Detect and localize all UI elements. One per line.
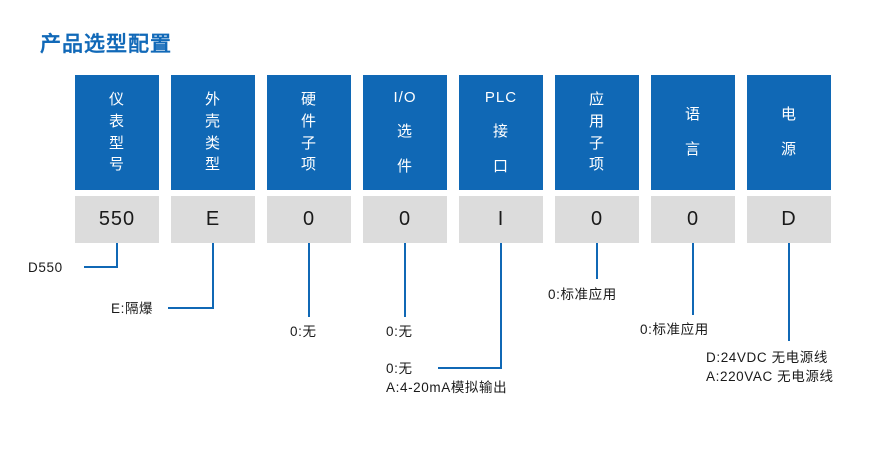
column-header-application-sub: 应 用 子 项 (555, 75, 639, 190)
leader-line-enclosure-type-horizontal (168, 307, 214, 309)
annotation-line: 0:标准应用 (548, 287, 617, 302)
leader-line-power-supply-vertical (788, 243, 790, 341)
leader-line-meter-model-vertical (116, 243, 118, 268)
header-char: 子 (588, 134, 605, 152)
header-char: 项 (300, 156, 317, 174)
header-char: 仪 (108, 91, 125, 108)
header-char: 硬 (300, 91, 317, 108)
header-char: 言 (684, 140, 701, 158)
annotation-line: D:24VDC 无电源线 (706, 350, 828, 365)
header-char: 类 (204, 134, 221, 152)
column-header-power-supply: 电 源 (747, 75, 831, 190)
header-char: 型 (108, 134, 125, 152)
column-code-io-option: 0 (363, 196, 447, 243)
annotation-line: 0:无 (386, 324, 413, 339)
annotation-io-option: 0:无 (386, 322, 413, 341)
column-code-meter-model: 550 (75, 196, 159, 243)
leader-line-meter-model-horizontal (84, 266, 118, 268)
annotation-power-supply: D:24VDC 无电源线 A:220VAC 无电源线 (706, 348, 834, 386)
column-header-meter-model: 仪 表 型 号 (75, 75, 159, 190)
page-title: 产品选型配置 (40, 33, 172, 56)
header-char: 口 (492, 157, 509, 175)
leader-line-language-vertical (692, 243, 694, 315)
annotation-line: A:220VAC 无电源线 (706, 369, 834, 385)
leader-line-io-option-vertical (404, 243, 406, 317)
column-code-plc-interface: I (459, 196, 543, 243)
config-column-power-supply: 电 源 D (747, 75, 831, 243)
annotation-line: E:隔爆 (111, 301, 154, 316)
header-char: 电 (780, 106, 797, 123)
config-column-application-sub: 应 用 子 项 0 (555, 75, 639, 243)
column-header-plc-interface: PLC 接 口 (459, 75, 543, 190)
leader-line-application-sub-vertical (596, 243, 598, 279)
config-column-hardware-sub: 硬 件 子 项 0 (267, 75, 351, 243)
config-column-language: 语 言 0 (651, 75, 735, 243)
column-code-language: 0 (651, 196, 735, 243)
annotation-hardware-sub: 0:无 (290, 322, 317, 341)
header-char: PLC (484, 88, 518, 106)
header-char: 号 (108, 156, 125, 174)
header-char: 外 (204, 91, 221, 108)
annotation-application-sub: 0:标准应用 (548, 285, 617, 304)
annotation-line: D550 (28, 260, 63, 275)
header-char: 子 (300, 134, 317, 152)
leader-line-plc-interface-vertical (500, 243, 502, 369)
header-char: 应 (588, 91, 605, 108)
leader-line-plc-interface-horizontal (438, 367, 502, 369)
column-header-enclosure-type: 外 壳 类 型 (171, 75, 255, 190)
annotation-line: 0:无 (290, 324, 317, 339)
column-code-hardware-sub: 0 (267, 196, 351, 243)
annotation-plc-interface: 0:无 A:4-20mA模拟输出 (386, 359, 507, 397)
config-column-enclosure-type: 外 壳 类 型 E (171, 75, 255, 243)
column-header-io-option: I/O 选 件 (363, 75, 447, 190)
annotation-enclosure-type: E:隔爆 (111, 299, 153, 318)
annotation-line: A:4-20mA模拟输出 (386, 380, 508, 396)
header-char: 件 (396, 157, 413, 175)
header-char: 壳 (204, 112, 221, 130)
annotation-line: 0:标准应用 (640, 322, 709, 337)
column-code-application-sub: 0 (555, 196, 639, 243)
header-char: 表 (108, 112, 125, 130)
header-char: 项 (588, 156, 605, 174)
header-char: 接 (492, 123, 509, 141)
leader-line-enclosure-type-vertical (212, 243, 214, 309)
header-char: 型 (204, 156, 221, 174)
header-char: 用 (588, 112, 605, 130)
header-char: 选 (396, 123, 413, 141)
config-column-io-option: I/O 选 件 0 (363, 75, 447, 243)
column-header-hardware-sub: 硬 件 子 项 (267, 75, 351, 190)
header-char: 语 (684, 106, 701, 123)
header-char: I/O (393, 88, 417, 106)
leader-line-hardware-sub-vertical (308, 243, 310, 317)
column-header-language: 语 言 (651, 75, 735, 190)
annotation-meter-model: D550 (28, 258, 63, 277)
config-column-meter-model: 仪 表 型 号 550 (75, 75, 159, 243)
annotation-line: 0:无 (386, 361, 413, 376)
header-char: 源 (780, 140, 797, 158)
header-char: 件 (300, 112, 317, 130)
column-code-power-supply: D (747, 196, 831, 243)
column-code-enclosure-type: E (171, 196, 255, 243)
config-column-plc-interface: PLC 接 口 I (459, 75, 543, 243)
annotation-language: 0:标准应用 (640, 320, 709, 339)
